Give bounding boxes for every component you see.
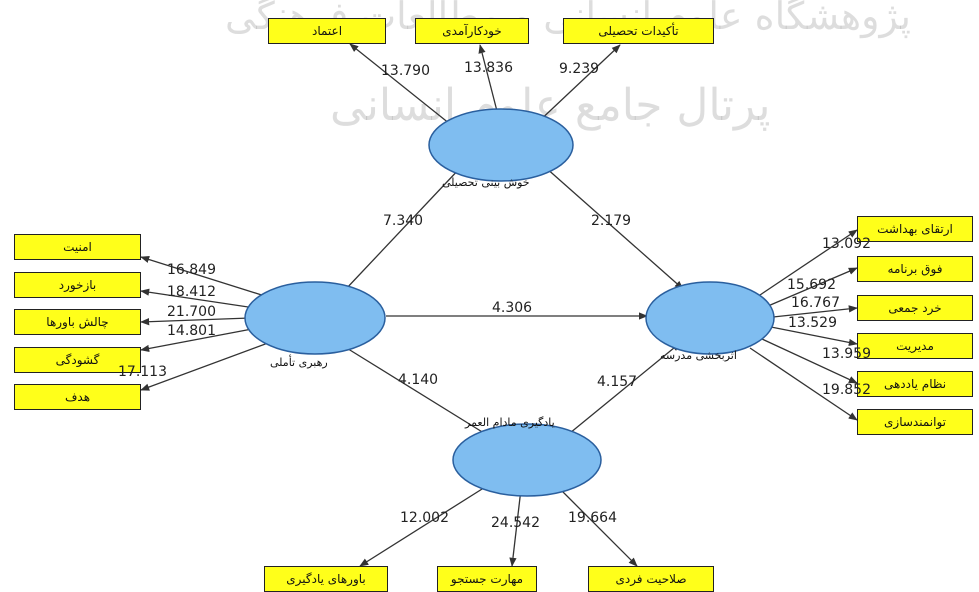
coef-feedback: 18.412 xyxy=(167,284,216,300)
arrow-optimism-academic-emphasis xyxy=(534,44,621,126)
coef-openness: 14.801 xyxy=(167,323,216,339)
indicator-personal-competence: صلاحیت فردی xyxy=(588,566,714,592)
arrow-learning-to-effectiveness xyxy=(569,342,681,434)
indicator-teaching-system: نظام یاددهی xyxy=(857,371,973,397)
indicator-academic-emphasis: تأکیدات تحصیلی xyxy=(563,18,714,44)
indicator-challenge-beliefs: چالش باورها xyxy=(14,309,141,335)
coef-teaching-system: 13.959 xyxy=(822,346,871,362)
arrow-effectiveness-health xyxy=(756,229,858,298)
arrow-optimism-to-effectiveness xyxy=(544,166,684,290)
arrow-learning-search xyxy=(509,488,522,567)
indicator-self-efficacy: خودکارآمدی xyxy=(415,18,529,44)
latent-label-optimism: خوش بینی تحصیلی xyxy=(442,176,530,189)
indicator-extracurricular: فوق برنامه xyxy=(857,256,973,282)
arrow-effectiveness-empowerment xyxy=(749,347,858,421)
indicator-health-promotion: ارتقای بهداشت xyxy=(857,216,973,242)
arrow-leadership-to-learning xyxy=(344,346,493,439)
coef-collective-wisdom: 16.767 xyxy=(791,295,840,311)
latent-label-reflective-leadership: رهبری تأملی xyxy=(270,356,328,369)
indicator-collective-wisdom: خرد جمعی xyxy=(857,295,973,321)
coef-management: 13.529 xyxy=(788,315,837,331)
coef-leadership-to-optimism: 7.340 xyxy=(383,213,424,229)
arrow-optimism-trust xyxy=(349,43,456,129)
latent-reflective-leadership xyxy=(244,281,386,355)
indicator-goal: هدف xyxy=(14,384,141,410)
arrow-leadership-challenge xyxy=(140,317,251,326)
indicator-openness: گشودگی xyxy=(14,347,141,373)
arrow-learning-beliefs xyxy=(359,483,491,567)
coef-optimism-to-effectiveness: 2.179 xyxy=(591,213,632,229)
coef-personal-competence: 19.664 xyxy=(568,510,617,526)
indicator-learning-beliefs: باورهای یادگیری xyxy=(264,566,388,592)
coef-leadership-to-effectiveness: 4.306 xyxy=(492,300,533,316)
coef-learning-to-effectiveness: 4.157 xyxy=(597,374,638,390)
coef-trust: 13.790 xyxy=(381,63,430,79)
latent-lifelong-learning xyxy=(452,423,602,497)
coef-learning-beliefs: 12.002 xyxy=(400,510,449,526)
coef-leadership-to-learning: 4.140 xyxy=(398,372,439,388)
arrow-effectiveness-management xyxy=(770,326,858,346)
indicator-security: امنیت xyxy=(14,234,141,260)
arrow-effectiveness-collective xyxy=(772,305,858,318)
coef-self-efficacy: 13.836 xyxy=(464,60,513,76)
coef-security: 16.849 xyxy=(167,262,216,278)
latent-label-school-effectiveness: اثربخشی مدرسه xyxy=(660,349,737,362)
coef-empowerment: 19.852 xyxy=(822,382,871,398)
indicator-feedback: بازخورد xyxy=(14,272,141,298)
arrow-learning-competence xyxy=(554,483,638,567)
coef-search-skill: 24.542 xyxy=(491,515,540,531)
arrow-leadership-to-optimism xyxy=(344,165,463,291)
latent-school-effectiveness xyxy=(645,281,775,355)
latent-label-lifelong-learning: یادگیری مادام العمر xyxy=(465,416,555,429)
latent-optimism xyxy=(428,108,574,182)
arrow-leadership-feedback xyxy=(140,288,256,309)
coef-extracurricular: 15.692 xyxy=(787,277,836,293)
arrow-leadership-security xyxy=(140,255,269,298)
coef-health-promotion: 13.092 xyxy=(822,236,871,252)
arrow-leadership-openness xyxy=(140,328,253,353)
arrow-effectiveness-teaching xyxy=(761,338,858,384)
coef-challenge-beliefs: 21.700 xyxy=(167,304,216,320)
arrow-leadership-goal xyxy=(140,342,269,391)
indicator-search-skill: مهارت جستجو xyxy=(437,566,537,592)
arrow-optimism-self-efficacy xyxy=(478,44,499,116)
indicator-empowerment: توانمندسازی xyxy=(857,409,973,435)
arrow-effectiveness-extracurricular xyxy=(767,267,858,307)
coef-goal: 17.113 xyxy=(118,364,167,380)
coef-academic-emphasis: 9.239 xyxy=(559,61,600,77)
indicator-management: مدیریت xyxy=(857,333,973,359)
indicator-trust: اعتماد xyxy=(268,18,386,44)
